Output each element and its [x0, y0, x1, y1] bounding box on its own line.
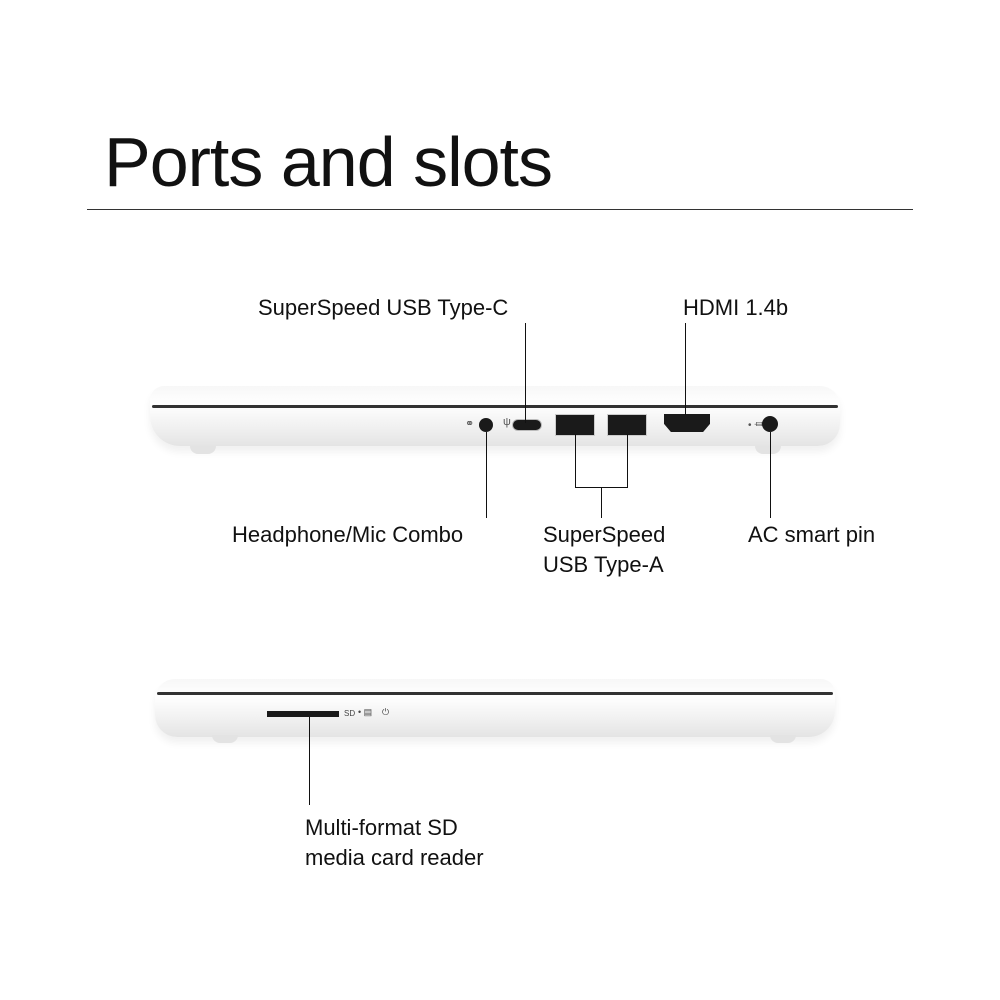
- power-plug-icon: • ⏛: [748, 420, 765, 431]
- sd-label-line1: Multi-format SD: [305, 815, 458, 840]
- usb-a-port-1: [555, 414, 595, 436]
- ac-smart-pin-port: [762, 416, 778, 432]
- usb-a-label-line1: SuperSpeed: [543, 522, 666, 547]
- laptop-foot: [770, 735, 796, 743]
- usb-a-port-2: [607, 414, 647, 436]
- usb-a-label-line2: USB Type-A: [543, 552, 664, 577]
- usb-a-callout-line: [575, 434, 576, 487]
- ac-pin-label: AC smart pin: [748, 522, 876, 547]
- laptop-foot: [190, 446, 216, 454]
- title-divider: [87, 209, 913, 210]
- sd-marking: SD: [344, 709, 356, 718]
- laptop-foot: [755, 446, 781, 454]
- power-icon: ⏻: [382, 707, 390, 717]
- headphone-label: Headphone/Mic Combo: [232, 522, 464, 547]
- usb-icon: ψ: [503, 416, 511, 428]
- sd-label-line2: media card reader: [305, 845, 484, 870]
- sd-card-slot: [267, 711, 339, 717]
- usb-c-port: [512, 419, 542, 431]
- usb-a-callout-line: [601, 487, 602, 518]
- hdmi-callout-line: [685, 323, 686, 415]
- ac-pin-callout-line: [770, 432, 771, 518]
- laptop-right-side: [150, 386, 840, 446]
- laptop-left-side: [155, 679, 835, 737]
- hdmi-port: [664, 414, 710, 432]
- usb-a-callout-line: [627, 434, 628, 487]
- usb-c-label: SuperSpeed USB Type-C: [258, 295, 509, 320]
- hdmi-label: HDMI 1.4b: [683, 295, 789, 320]
- lid-seam: [157, 692, 833, 695]
- lid-seam: [152, 405, 838, 408]
- status-led-icons: • ▤: [358, 707, 373, 717]
- page-title: Ports and slots: [104, 123, 553, 201]
- sd-callout-line: [309, 717, 310, 805]
- headphone-callout-line: [486, 432, 487, 518]
- headphone-jack: [479, 418, 493, 432]
- laptop-foot: [212, 735, 238, 743]
- usb-c-callout-line: [525, 323, 526, 423]
- headphone-icon: ⚭: [465, 418, 475, 430]
